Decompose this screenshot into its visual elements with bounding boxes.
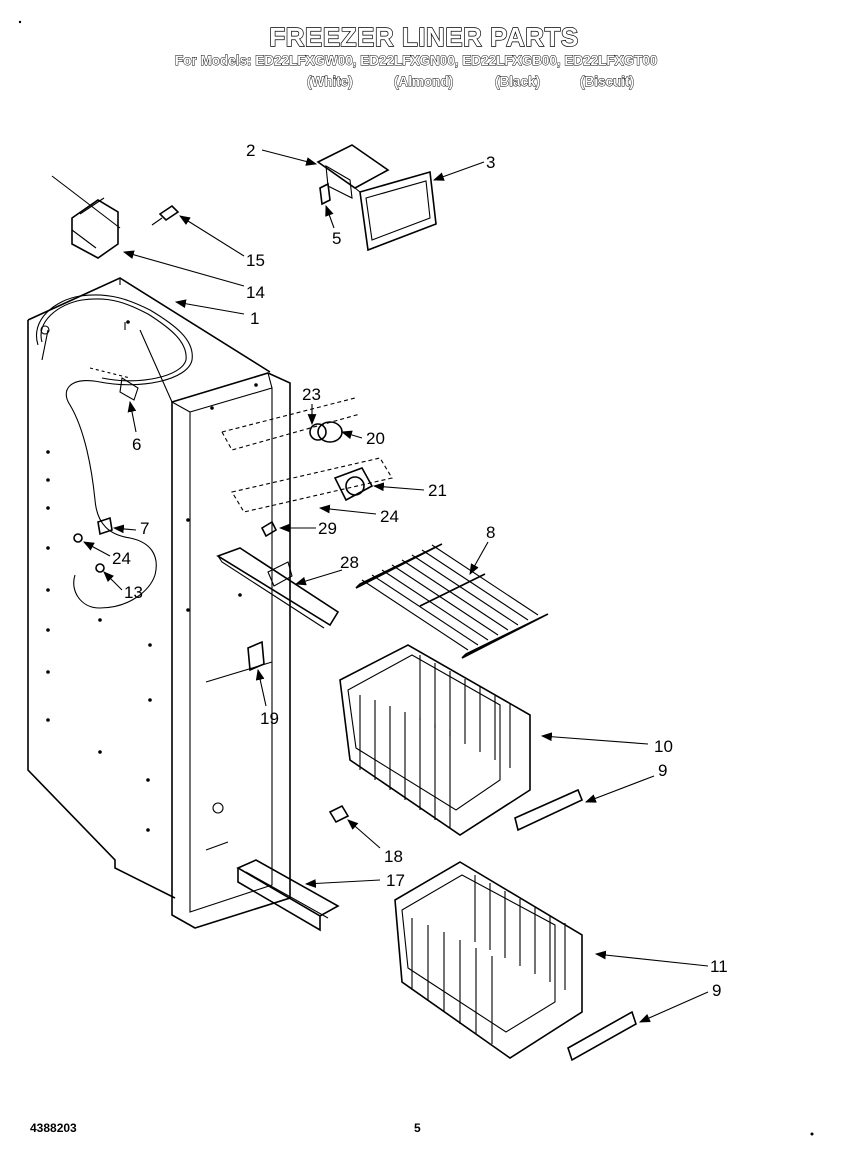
callout-9-upper: 9	[658, 761, 667, 780]
callout-29: 29	[318, 519, 337, 538]
page-title: FREEZER LINER PARTS	[269, 21, 579, 52]
callout-3: 3	[486, 153, 495, 172]
callout-21: 21	[428, 481, 447, 500]
callout-24-upper: 24	[380, 507, 399, 526]
screw-part-5	[319, 182, 331, 206]
callout-14: 14	[246, 283, 265, 302]
leader-arrows	[83, 149, 709, 1023]
callout-8: 8	[486, 523, 495, 542]
basket-part-11	[394, 861, 583, 1059]
callout-11: 11	[710, 957, 728, 976]
basket-trim-part-9-lower	[567, 1010, 637, 1062]
callout-6: 6	[132, 435, 141, 454]
color-almond: (Almond)	[394, 74, 454, 90]
light-housing-part-21	[231, 457, 393, 513]
basket-trim-part-9-upper	[514, 788, 584, 832]
callout-15: 15	[246, 251, 265, 270]
callout-18: 18	[384, 847, 403, 866]
callout-24-lower: 24	[112, 549, 131, 568]
color-black: (Black)	[495, 74, 541, 90]
small-parts-7-24-13	[73, 377, 139, 573]
light-socket-part-20	[221, 397, 361, 451]
panel-part-3	[359, 170, 437, 252]
bracket-part-2	[316, 144, 390, 199]
callout-5: 5	[332, 229, 341, 248]
shelf-support-part-28	[216, 547, 340, 629]
color-biscuit: (Biscuit)	[580, 74, 635, 90]
callout-7: 7	[140, 519, 149, 538]
screw-part-18	[328, 804, 350, 824]
rail-part-17	[236, 859, 340, 932]
callout-10: 10	[654, 737, 673, 756]
callout-2: 2	[246, 141, 255, 160]
callout-17: 17	[386, 871, 405, 890]
callout-13: 13	[124, 583, 143, 602]
switch-part-19	[247, 640, 265, 672]
callout-9-lower: 9	[712, 981, 721, 1000]
wire-shelf-part-8	[355, 543, 549, 659]
callout-labels: 2 3 5 15 14 1 23 20 21 24 6 7 29 24 13 2…	[112, 141, 728, 1000]
callout-1: 1	[250, 309, 259, 328]
page-number: 5	[414, 1121, 421, 1135]
color-white: (White)	[307, 74, 354, 90]
callout-20: 20	[366, 429, 385, 448]
callout-19: 19	[260, 709, 279, 728]
basket-part-10	[339, 644, 531, 836]
freezer-liner	[27, 277, 291, 929]
document-number: 4388203	[30, 1121, 77, 1135]
bracket-part-14	[51, 175, 121, 259]
model-numbers: For Models: ED22LFXGW00, ED22LFXGN00, ED…	[175, 53, 658, 69]
callout-28: 28	[340, 553, 359, 572]
screw-part-15	[151, 204, 180, 226]
callout-23: 23	[302, 385, 321, 404]
screw-part-29	[260, 520, 278, 538]
